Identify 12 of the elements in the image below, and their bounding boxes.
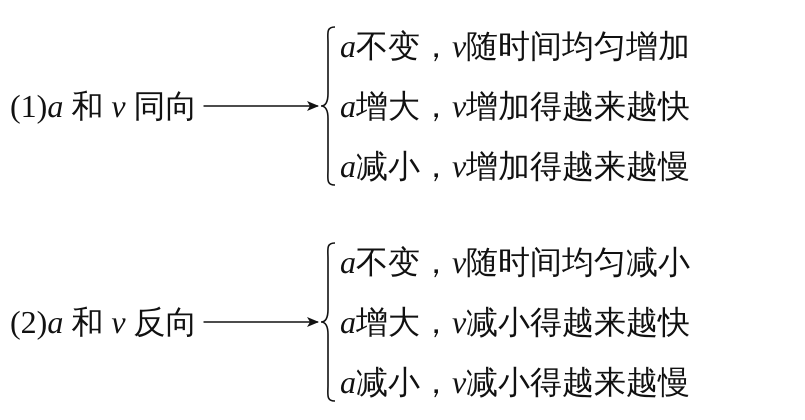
case-text: a增大，v减小得越来越快: [340, 303, 690, 341]
case-text: a增大，v增加得越来越快: [340, 87, 690, 125]
arrow: [204, 101, 319, 111]
brace-group: [320, 27, 690, 185]
case-text: a不变，v随时间均匀增加: [340, 27, 690, 65]
condition-text: (2)a 和 v 反向: [10, 306, 198, 338]
condition-text: (1)a 和 v 同向: [10, 90, 198, 122]
case-text: a不变，v随时间均匀减小: [340, 243, 690, 281]
case-text: a减小，v增加得越来越慢: [340, 147, 690, 185]
case-text: a减小，v减小得越来越慢: [340, 363, 690, 401]
arrow: [204, 317, 319, 327]
brace-group: [320, 243, 690, 401]
